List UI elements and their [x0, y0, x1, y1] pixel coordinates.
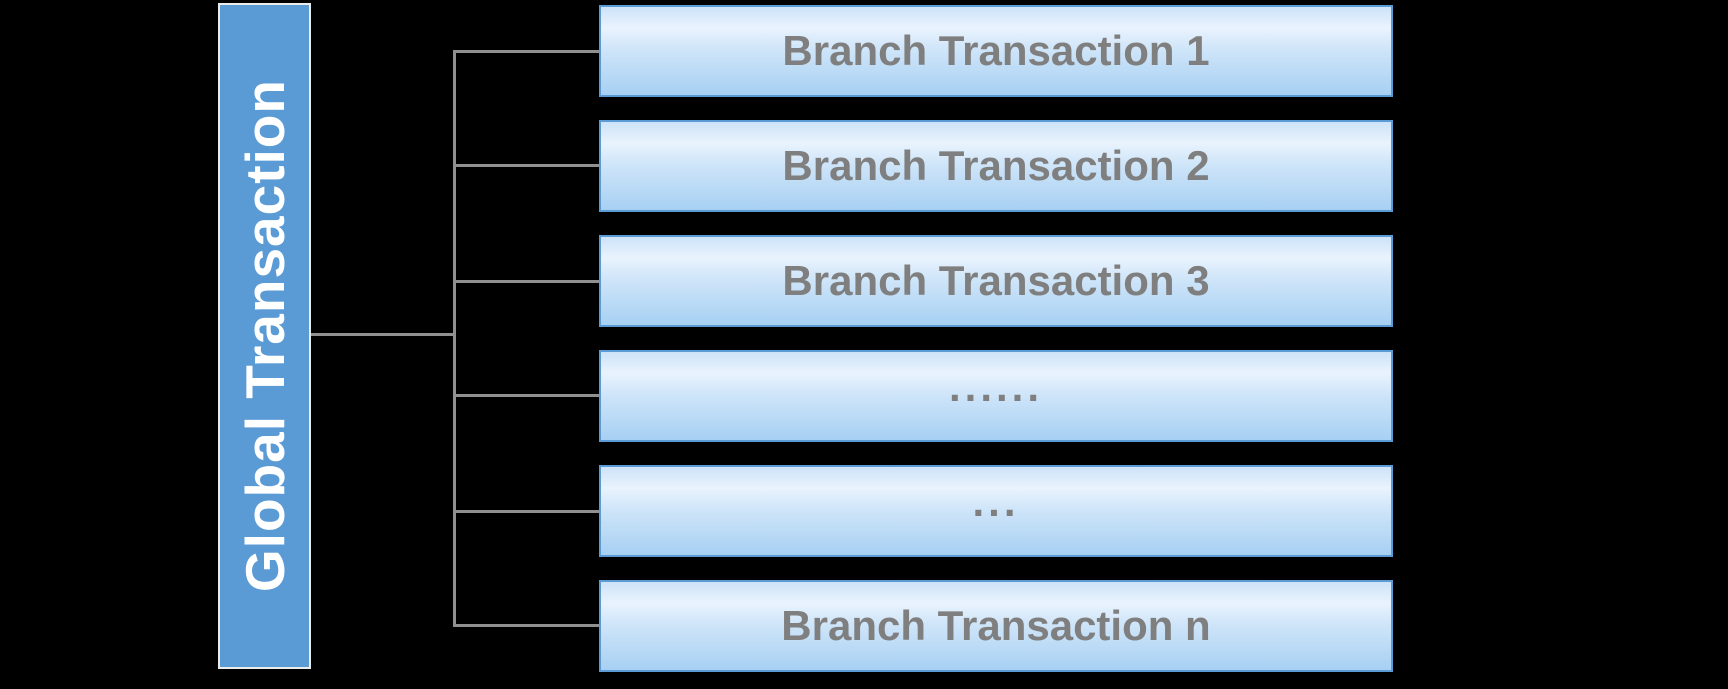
- branch-transaction-label-ellipsis-long: ......: [948, 363, 1043, 410]
- branch-transaction-box-n: Branch Transaction n: [599, 580, 1393, 672]
- connector-branch-6: [453, 624, 599, 627]
- branch-transaction-label-2: Branch Transaction 2: [782, 142, 1210, 189]
- branch-transaction-label-ellipsis-short: ...: [972, 478, 1020, 525]
- connector-spine: [453, 50, 456, 627]
- branch-transaction-label-3: Branch Transaction 3: [782, 257, 1210, 304]
- connector-branch-4: [453, 394, 599, 397]
- branch-transaction-label-n: Branch Transaction n: [781, 602, 1211, 649]
- branch-transaction-box-ellipsis-short: ...: [599, 465, 1393, 557]
- connector-trunk: [311, 333, 453, 336]
- branch-transaction-box-3: Branch Transaction 3: [599, 235, 1393, 327]
- branch-transaction-box-2: Branch Transaction 2: [599, 120, 1393, 212]
- connector-branch-5: [453, 510, 599, 513]
- branch-transaction-label-1: Branch Transaction 1: [782, 27, 1210, 74]
- global-transaction-box: Global Transaction: [218, 3, 311, 669]
- connector-branch-1: [453, 50, 599, 53]
- connector-branch-2: [453, 164, 599, 167]
- branch-transaction-box-1: Branch Transaction 1: [599, 5, 1393, 97]
- branch-transaction-box-ellipsis-long: ......: [599, 350, 1393, 442]
- global-transaction-label: Global Transaction: [233, 79, 296, 593]
- connector-branch-3: [453, 280, 599, 283]
